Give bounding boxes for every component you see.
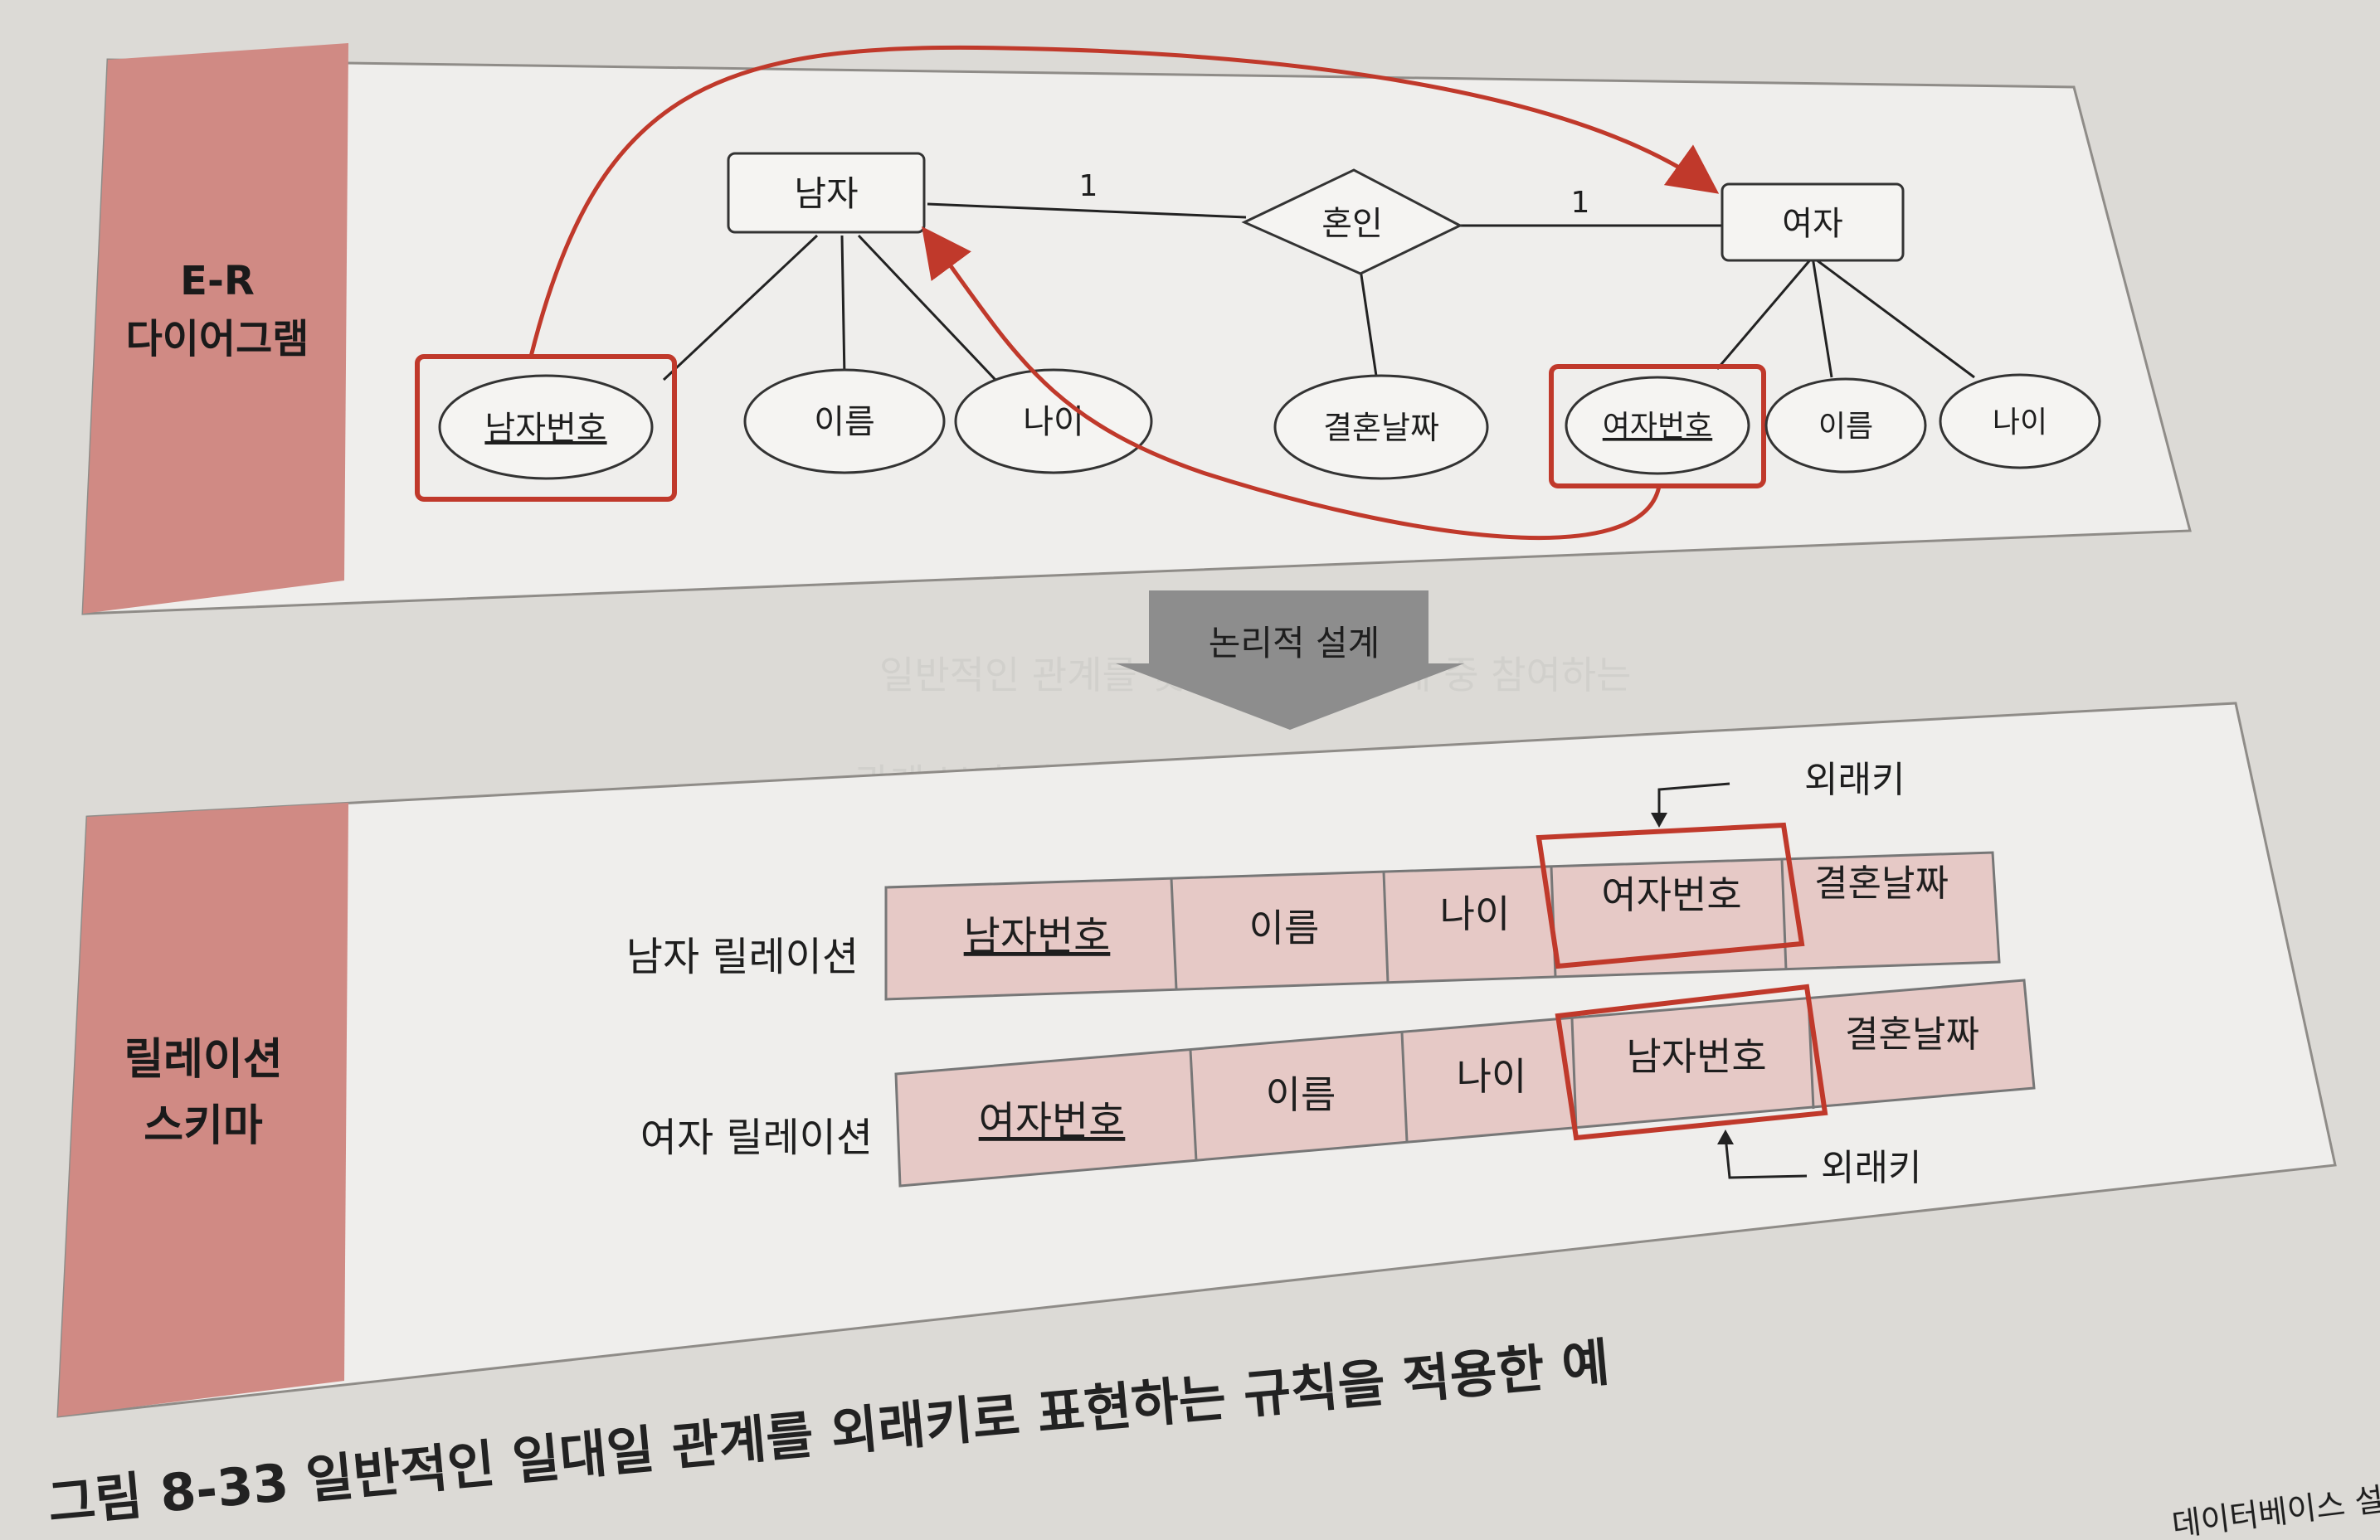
relation-male-cell-4: 여자번호 <box>1601 872 1741 917</box>
relation-female: 여자 릴레이션 여자번호 이름 나이 남자번호 결혼날짜 외래키 <box>640 979 2036 1189</box>
relation-female-cell-1: 여자번호 <box>979 1098 1126 1144</box>
relation-male-cell-1: 남자번호 <box>964 913 1111 959</box>
attr-female-age: 나이 <box>1939 373 2101 469</box>
relation-female-name: 여자 릴레이션 <box>640 1115 873 1161</box>
attr-female-id-label: 여자번호 <box>1603 410 1712 444</box>
attr-male-id: 남자번호 <box>415 354 677 502</box>
schema-sidebar-label-2: 스키마 <box>144 1101 263 1151</box>
attr-marriage-date: 결혼날짜 <box>1273 374 1489 480</box>
fk-arc-female-to-male <box>922 226 1662 541</box>
attr-male-age: 나이 <box>954 368 1153 474</box>
schema-sidebar <box>58 803 348 1416</box>
er-sidebar <box>83 43 348 614</box>
relationship-label: 혼인 <box>1321 205 1383 243</box>
logical-design-label: 논리적 설계 <box>1209 623 1380 663</box>
page-footer: 데이터베이스 설계 <box>2170 1478 2380 1540</box>
fk-arc-male-to-female <box>528 45 1720 357</box>
relation-male-name: 남자 릴레이션 <box>626 934 859 980</box>
attr-female-age-label: 나이 <box>1993 406 2047 440</box>
attr-marriage-date-label: 결혼날짜 <box>1323 410 1439 446</box>
relation-male-cell-3: 나이 <box>1440 891 1511 936</box>
er-connectors <box>662 202 1975 382</box>
relation-female-cell-3: 나이 <box>1457 1054 1527 1099</box>
relation-male-fk-pointer <box>1657 782 1730 821</box>
relation-female-fk-label: 외래키 <box>1821 1147 1921 1189</box>
er-sidebar-label-1: E-R <box>180 258 255 304</box>
entity-female-label: 여자 <box>1782 205 1843 243</box>
attr-male-name-label: 이름 <box>814 403 875 441</box>
logical-design-arrow: 논리적 설계 <box>1116 590 1464 730</box>
schema-sidebar-label-1: 릴레이션 <box>124 1035 282 1085</box>
relation-male-cell-5: 결혼날짜 <box>1814 862 1949 905</box>
relation-female-cell-4: 남자번호 <box>1626 1034 1766 1079</box>
entity-male: 남자 <box>727 152 926 234</box>
relation-male: 남자 릴레이션 남자번호 이름 나이 여자번호 결혼날짜 외래키 <box>626 759 2001 1001</box>
entity-female: 여자 <box>1721 182 1905 262</box>
attr-female-name: 이름 <box>1764 377 1927 474</box>
cardinality-left: 1 <box>1079 169 1098 203</box>
relation-male-bar <box>884 851 2001 1001</box>
cardinality-right: 1 <box>1571 186 1590 220</box>
relation-female-bar <box>894 979 2036 1188</box>
relation-male-cell-2: 이름 <box>1249 906 1320 950</box>
attr-female-name-label: 이름 <box>1818 410 1873 444</box>
er-panel: E-R 다이어그램 <box>81 43 2192 615</box>
relation-female-fk-highlight <box>1555 984 1828 1141</box>
relation-male-fk-label: 외래키 <box>1804 759 1905 801</box>
relation-male-fk-highlight <box>1536 822 1805 969</box>
er-sidebar-label-2: 다이어그램 <box>126 316 309 362</box>
relation-female-fk-pointer <box>1724 1135 1808 1179</box>
relationship-marriage: 혼인 <box>1241 168 1463 275</box>
attr-male-name: 이름 <box>743 368 946 474</box>
relation-female-cell-2: 이름 <box>1266 1072 1336 1117</box>
attr-male-id-label: 남자번호 <box>484 410 606 448</box>
entity-male-label: 남자 <box>794 173 858 214</box>
relation-female-cell-5: 결혼날짜 <box>1845 1013 1979 1056</box>
